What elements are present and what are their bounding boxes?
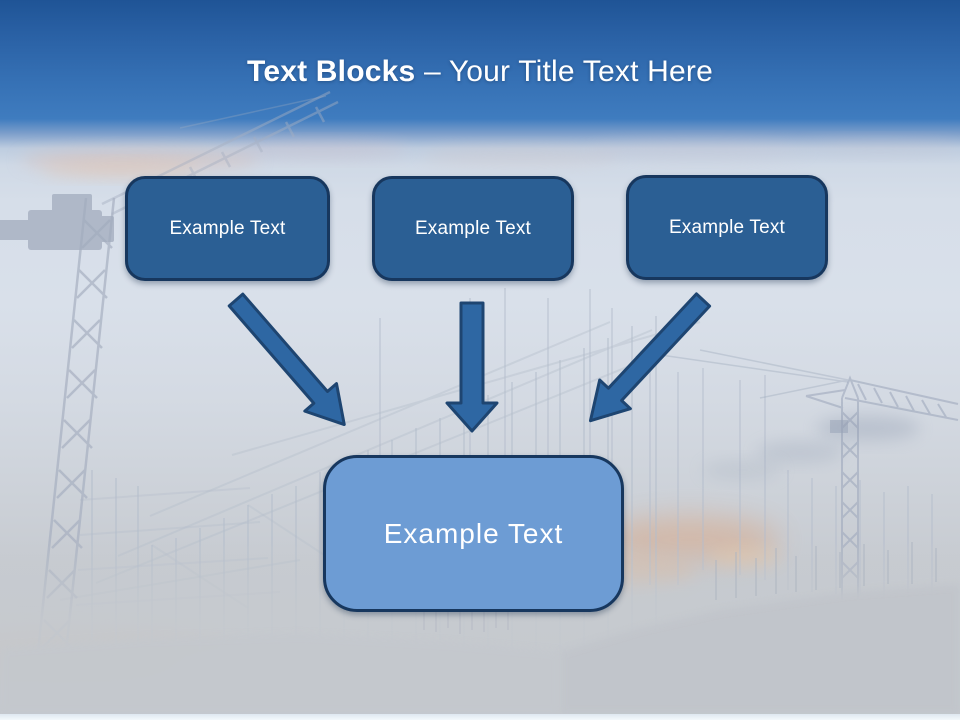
arrow-down-icon [445, 301, 499, 433]
gray-clouds [702, 415, 920, 480]
text-block-3: Example Text [626, 175, 828, 280]
text-block-2: Example Text [372, 176, 574, 281]
text-block-1: Example Text [125, 176, 330, 281]
summary-text-block: Example Text [323, 455, 624, 612]
title-bold-text: Text Blocks [247, 55, 416, 88]
sunset-cloud-band [20, 139, 960, 178]
title-separator: – [423, 55, 441, 88]
slide-title: Text Blocks – Your Title Text Here [0, 50, 960, 94]
text-block-1-label: Example Text [169, 217, 286, 239]
arrow-down-left-icon [588, 292, 712, 423]
text-block-2-label: Example Text [414, 217, 532, 239]
right-crane-silhouette [639, 349, 959, 600]
title-subtitle-text: Your Title Text Here [448, 55, 713, 88]
text-block-3-label: Example Text [668, 216, 786, 238]
arrow-down-right-icon [227, 292, 346, 427]
summary-text-block-label: Example Text [383, 517, 564, 549]
bottom-light-strip [0, 714, 960, 720]
